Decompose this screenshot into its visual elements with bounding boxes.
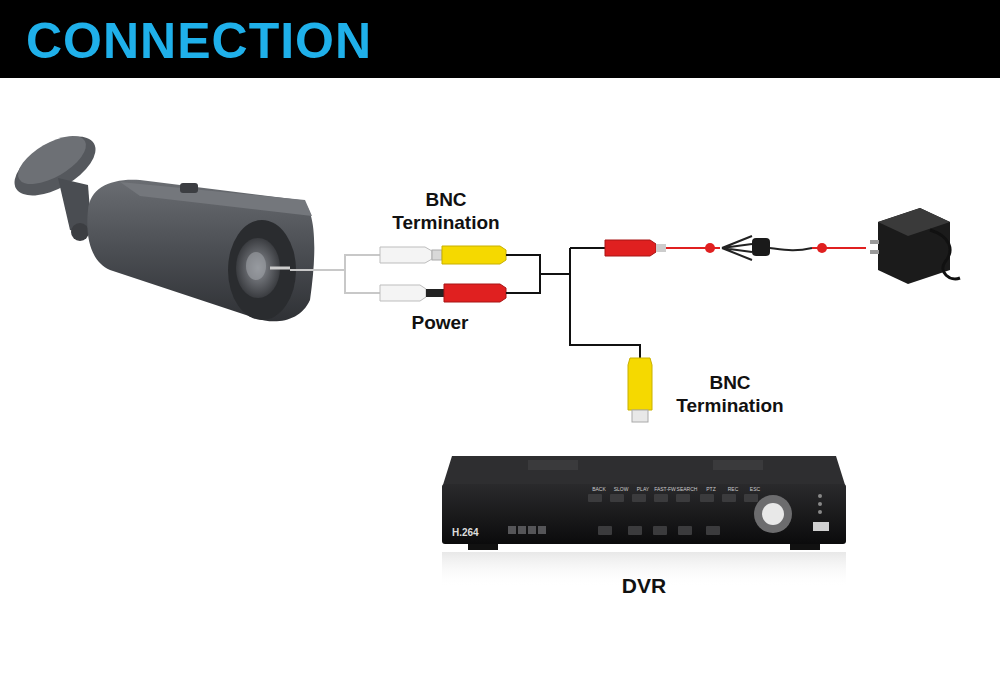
splitter-tail [770, 248, 812, 250]
splitter-hub [752, 238, 770, 256]
dvr-front [442, 484, 846, 544]
video-lead [290, 255, 380, 270]
dvr-vent [713, 460, 763, 470]
dvr-indicator [518, 526, 526, 534]
dvr-button [598, 526, 612, 535]
camera-front [228, 220, 296, 320]
button-label: SLOW [610, 486, 632, 492]
connector-label: BNC Termination [660, 372, 800, 418]
dvr-button [628, 526, 642, 535]
status-led [818, 494, 822, 498]
button-label: BACK [588, 486, 610, 492]
cable-merge [506, 255, 540, 293]
usb-port [813, 522, 829, 531]
camera-mount-plate [5, 124, 105, 207]
extension-connectors [605, 240, 666, 422]
power-branch [570, 247, 605, 249]
dvr-button [678, 526, 692, 535]
power-jack-red [444, 284, 506, 302]
dvr-button [654, 494, 668, 502]
dvr-foot [790, 544, 820, 550]
extension-cable [506, 248, 640, 358]
camera-body [87, 180, 314, 322]
button-label: PLAY [632, 486, 654, 492]
camera-lens-glare [246, 252, 266, 280]
dvr-indicator [508, 526, 516, 534]
adapter-top [878, 208, 950, 236]
connector-label: Power [390, 312, 490, 335]
adapter-body [878, 208, 950, 284]
device-label: DVR [438, 574, 850, 598]
button-label: ESC [744, 486, 766, 492]
dvr-indicator [528, 526, 536, 534]
dvr-button [610, 494, 624, 502]
power-lead [345, 270, 380, 293]
video-branch [570, 248, 640, 358]
adapter-pin [870, 240, 879, 244]
dvr-foot [468, 544, 498, 550]
power-adapter [870, 208, 960, 284]
status-led [818, 502, 822, 506]
dvr-button [722, 494, 736, 502]
camera [5, 124, 314, 321]
power-plug-red [605, 240, 656, 256]
adapter-cord [930, 230, 960, 279]
bnc-plug-yellow [628, 358, 652, 410]
status-led [818, 510, 822, 514]
dvr-button [706, 526, 720, 535]
button-label: REC [722, 486, 744, 492]
bnc-female-yellow [442, 246, 506, 264]
power-dot [705, 243, 715, 253]
bnc-male-white [380, 247, 432, 263]
power-plug-tip [426, 289, 444, 297]
power-plug-tip [656, 244, 666, 252]
camera-sunshield [120, 182, 312, 216]
dvr-button [588, 494, 602, 502]
button-label: SEARCH [676, 486, 698, 492]
dvr-device: DVR [438, 448, 850, 608]
dvr-button [744, 494, 758, 502]
camera-screw [180, 183, 198, 193]
dvr-indicator [538, 526, 546, 534]
cable-trunk [540, 273, 570, 275]
bnc-ring [432, 250, 442, 260]
bnc-plug-ring [632, 410, 648, 422]
page-title: CONNECTION [26, 12, 372, 70]
dvr-top [442, 456, 846, 488]
camera-cable [290, 255, 380, 293]
power-plug-white [380, 285, 426, 301]
button-label: PTZ [700, 486, 722, 492]
button-label: FAST-FW [654, 486, 676, 492]
dvr-button [632, 494, 646, 502]
connector-label: BNC Termination [376, 189, 516, 235]
header-bar [0, 0, 1000, 78]
dvr-button [653, 526, 667, 535]
dvr-vent [528, 460, 578, 470]
camera-joint [71, 223, 89, 241]
dvr-button [676, 494, 690, 502]
splitter-leads [722, 236, 752, 260]
camera-cable-stub [270, 267, 290, 270]
jog-center [762, 503, 784, 525]
dvr-button [700, 494, 714, 502]
codec-mark: H.264 [452, 527, 492, 539]
power-dot [817, 243, 827, 253]
jog-dial [754, 495, 792, 533]
adapter-pin [870, 250, 879, 254]
camera-connectors [380, 246, 506, 302]
power-splitter [666, 236, 866, 260]
